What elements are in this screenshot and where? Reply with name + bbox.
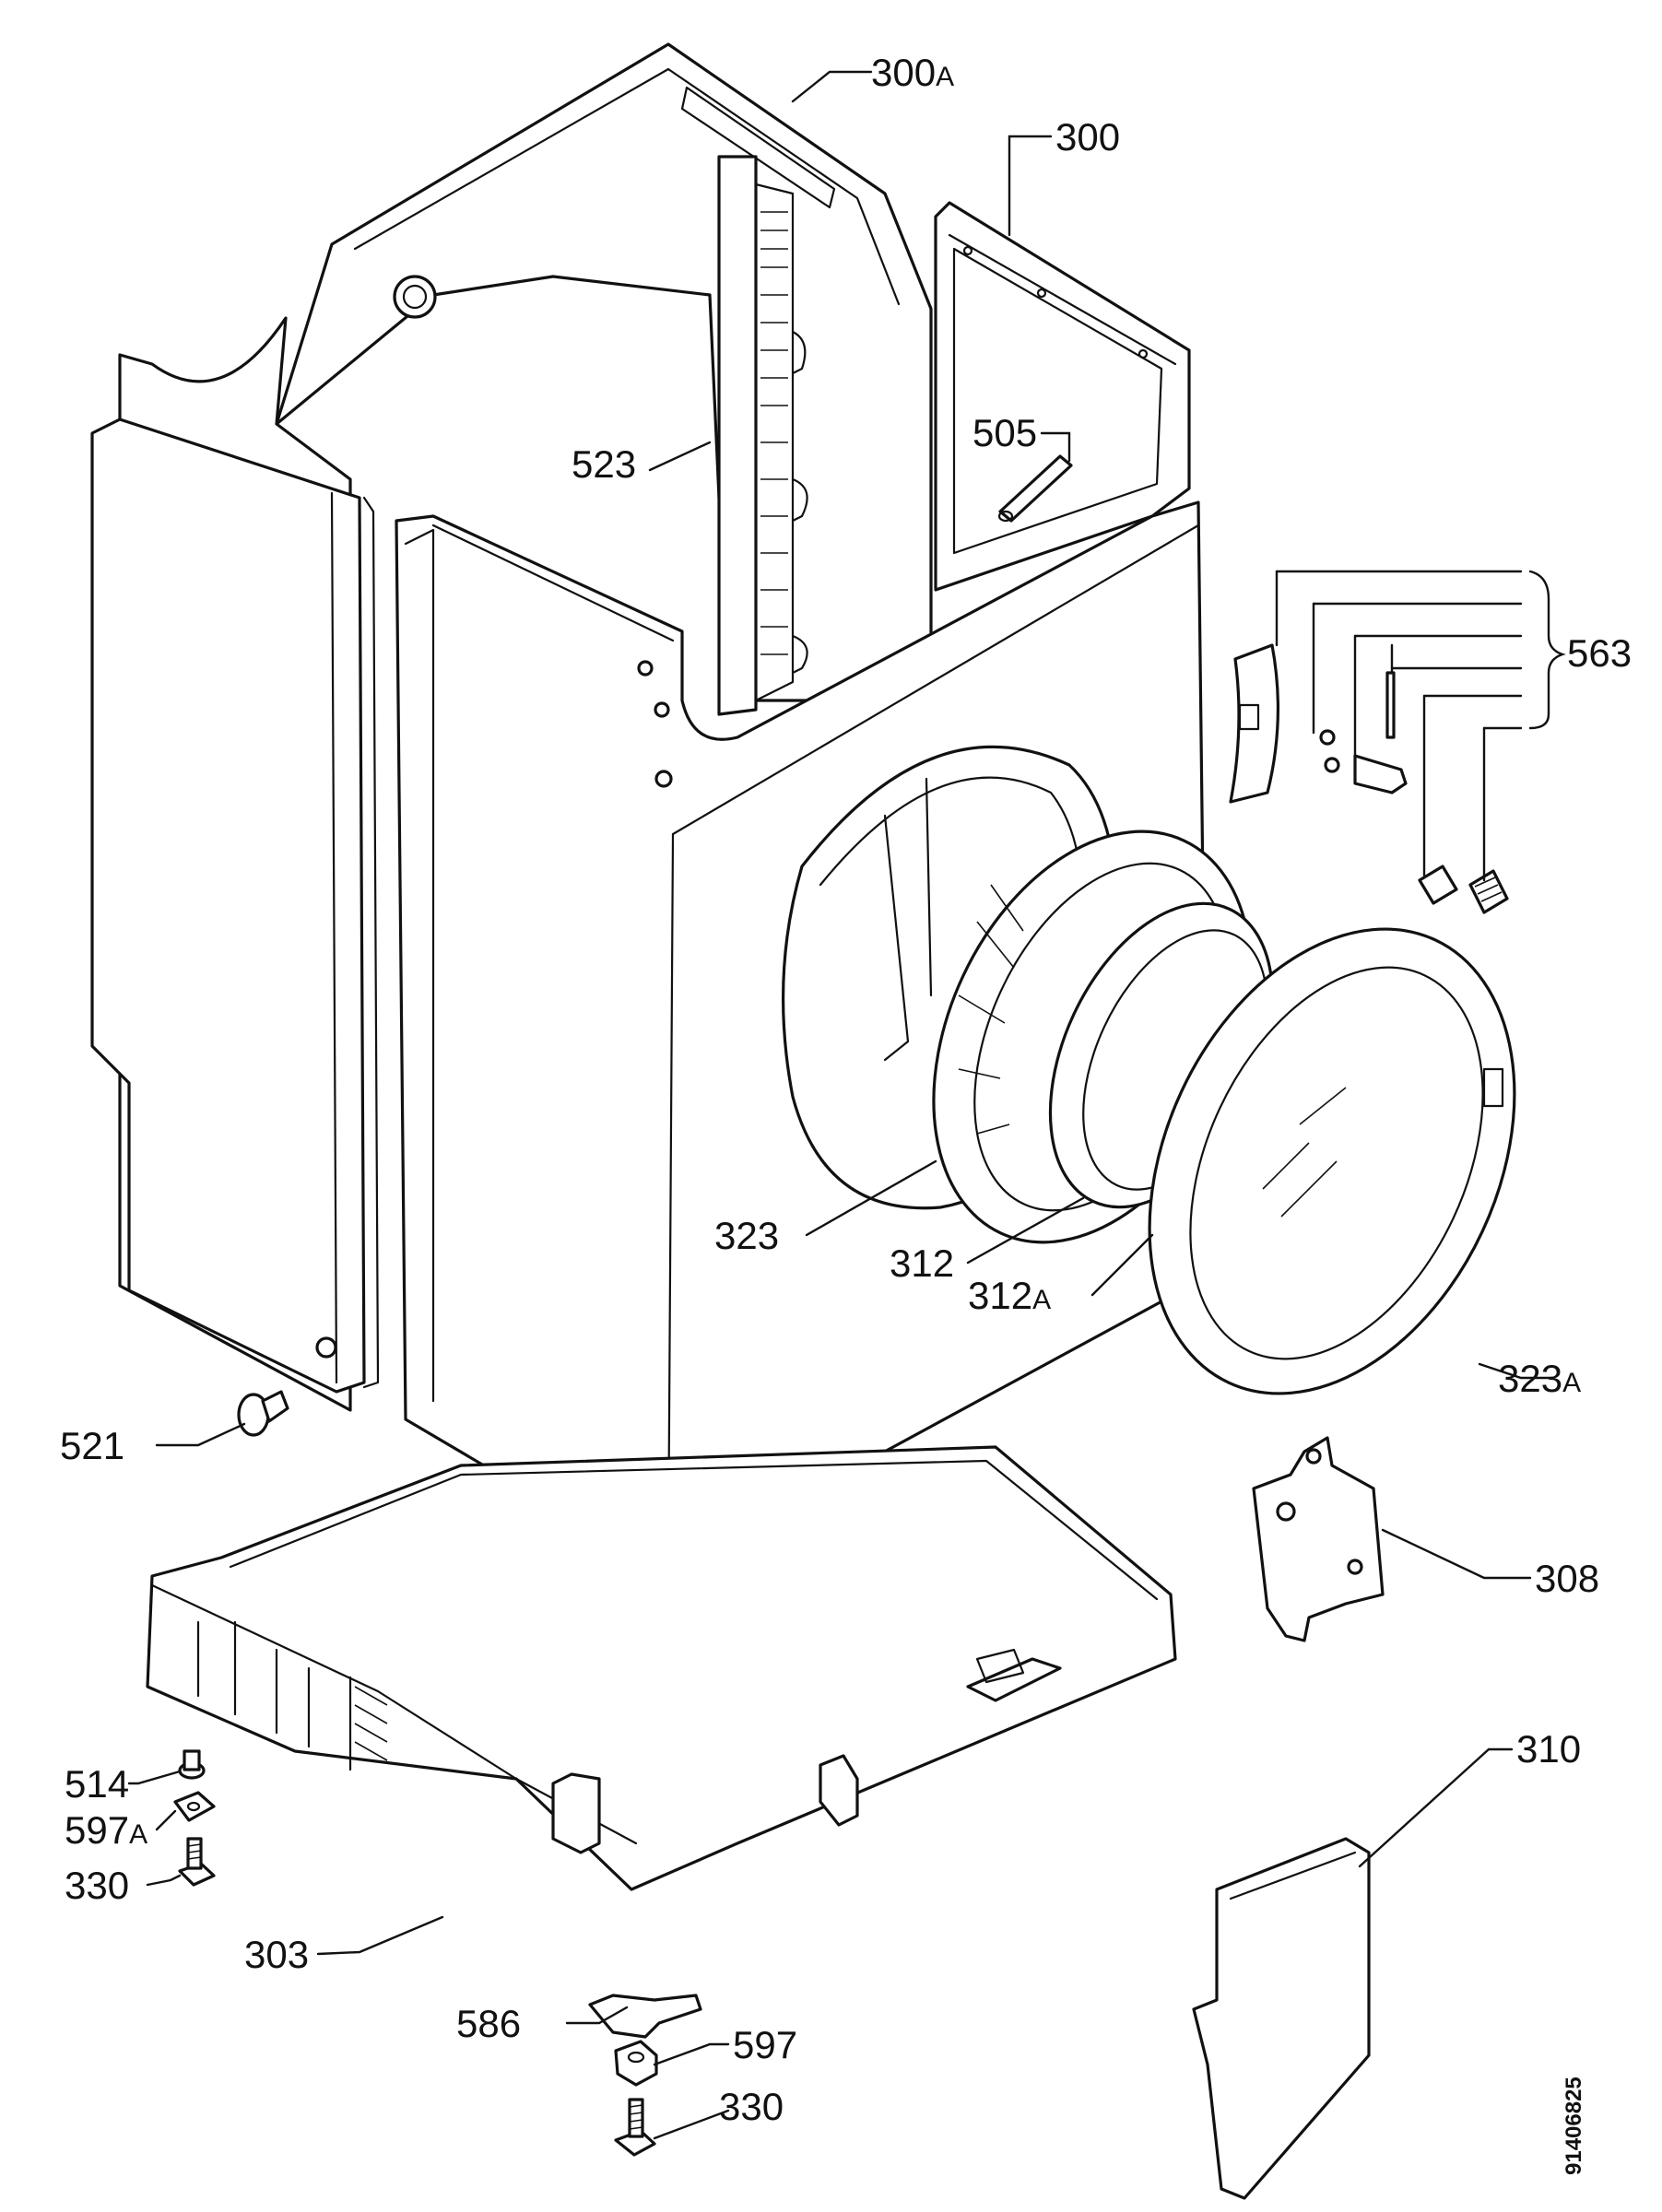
foot-586 bbox=[588, 1994, 702, 2039]
callout-312: 312 bbox=[890, 1241, 954, 1285]
callout-505: 505 bbox=[972, 411, 1037, 454]
leader-lines bbox=[127, 70, 1566, 2140]
door-ring-part bbox=[1148, 927, 1516, 1395]
pin-part bbox=[997, 454, 1073, 523]
nut-597a bbox=[173, 1791, 216, 1822]
right-frame-part bbox=[934, 201, 1191, 592]
callout-597: 597 bbox=[733, 2023, 797, 2066]
callout-323a: 323A bbox=[1498, 1357, 1581, 1400]
callout-300a: 300A bbox=[871, 51, 954, 94]
callout-330-bottom: 330 bbox=[719, 2085, 784, 2128]
left-side-panel bbox=[90, 316, 380, 1412]
cross-rail-part bbox=[717, 155, 808, 716]
callout-323: 323 bbox=[714, 1214, 779, 1257]
callout-labels: 300A 300 523 505 563 323 312 312A 323A 5… bbox=[60, 51, 1632, 2175]
callout-597a: 597A bbox=[65, 1808, 147, 1852]
callout-586: 586 bbox=[456, 2002, 521, 2045]
callout-563: 563 bbox=[1567, 631, 1632, 675]
base-frame-part bbox=[146, 1445, 1177, 1891]
screw-521 bbox=[237, 1390, 289, 1437]
callout-514: 514 bbox=[65, 1762, 129, 1806]
callout-312a: 312A bbox=[968, 1274, 1051, 1317]
callout-523: 523 bbox=[572, 442, 636, 486]
rear-frame-part bbox=[275, 42, 933, 702]
latch-kit-part bbox=[1229, 643, 1509, 914]
callout-300: 300 bbox=[1055, 115, 1120, 159]
callout-303: 303 bbox=[244, 1933, 309, 1976]
callout-330-left: 330 bbox=[65, 1864, 129, 1907]
hinge-part bbox=[1252, 1436, 1385, 1642]
bolt-514 bbox=[178, 1749, 206, 1780]
callout-308: 308 bbox=[1535, 1557, 1599, 1600]
bolt-330-left bbox=[178, 1837, 216, 1887]
callout-310: 310 bbox=[1516, 1727, 1581, 1771]
bolt-330-bottom bbox=[614, 2098, 656, 2157]
callout-521: 521 bbox=[60, 1424, 124, 1467]
flap-part bbox=[1192, 1837, 1371, 2200]
document-number: 91406825 bbox=[1562, 2077, 1586, 2175]
nut-597 bbox=[614, 2040, 658, 2087]
